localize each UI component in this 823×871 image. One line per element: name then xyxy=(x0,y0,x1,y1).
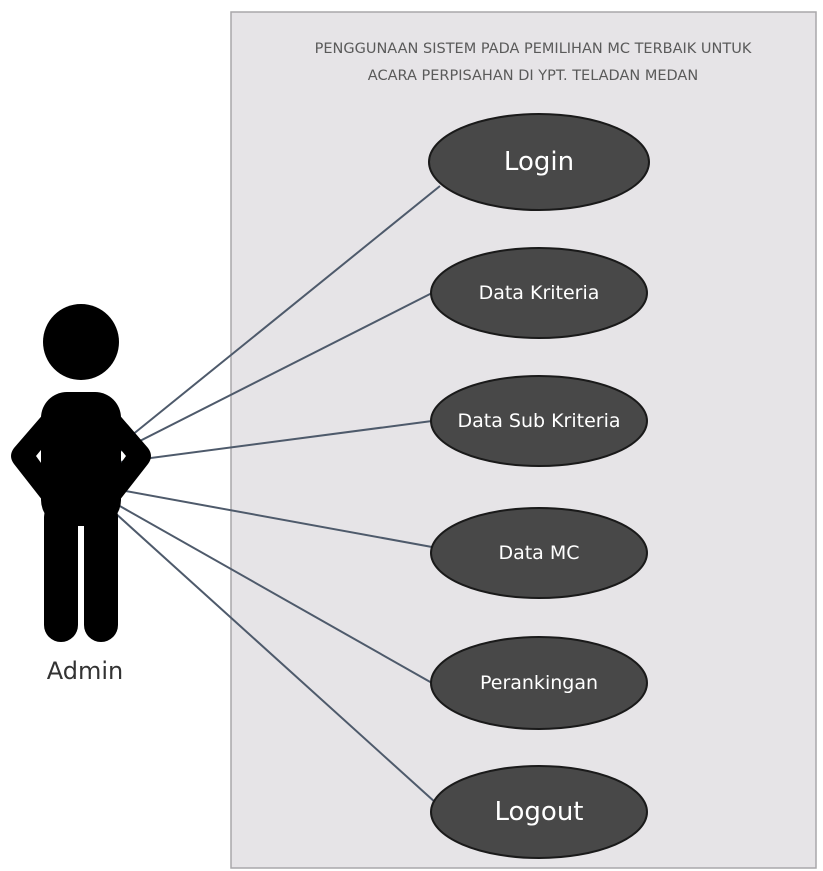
use-case-login: Login xyxy=(428,113,650,211)
association-lines xyxy=(113,185,441,804)
use-case-label-logout: Logout xyxy=(494,797,583,827)
association-line-data-mc xyxy=(119,489,433,548)
use-case-label-data-sub-kriteria: Data Sub Kriteria xyxy=(457,410,620,432)
system-title-line-2: ACARA PERPISAHAN DI YPT. TELADAN MEDAN xyxy=(368,68,698,84)
use-case-ellipse-data-kriteria xyxy=(430,247,648,339)
use-case-label-data-mc: Data MC xyxy=(498,542,579,564)
use-case-data-mc: Data MC xyxy=(430,507,648,599)
use-case-data-kriteria: Data Kriteria xyxy=(430,247,648,339)
actor-right-leg xyxy=(84,500,118,642)
association-line-data-sub-kriteria xyxy=(119,420,433,463)
use-case-perankingan: Perankingan xyxy=(430,636,648,730)
actor-right-arm xyxy=(98,404,151,510)
actor-left-leg xyxy=(44,500,78,642)
actor-head xyxy=(43,304,119,380)
use-case-ellipse-perankingan xyxy=(430,636,648,730)
actor-label: Admin xyxy=(47,657,124,685)
use-case-label-perankingan: Perankingan xyxy=(480,672,598,694)
actor-left-arm xyxy=(11,404,64,510)
use-case-data-sub-kriteria: Data Sub Kriteria xyxy=(430,375,648,467)
association-line-perankingan xyxy=(117,504,433,684)
use-case-label-data-kriteria: Data Kriteria xyxy=(479,282,600,304)
use-case-ellipse-data-sub-kriteria xyxy=(430,375,648,467)
use-case-ellipse-login xyxy=(428,113,650,211)
use-case-ellipse-logout xyxy=(430,765,648,859)
actor-admin xyxy=(11,304,151,642)
association-line-logout xyxy=(113,511,437,804)
system-title-line-1: PENGGUNAAN SISTEM PADA PEMILIHAN MC TERB… xyxy=(315,41,752,57)
association-line-data-kriteria xyxy=(117,292,433,453)
use-case-ellipse-data-mc xyxy=(430,507,648,599)
use-case-logout: Logout xyxy=(430,765,648,859)
use-case-label-login: Login xyxy=(504,147,574,177)
association-line-login xyxy=(115,185,441,449)
